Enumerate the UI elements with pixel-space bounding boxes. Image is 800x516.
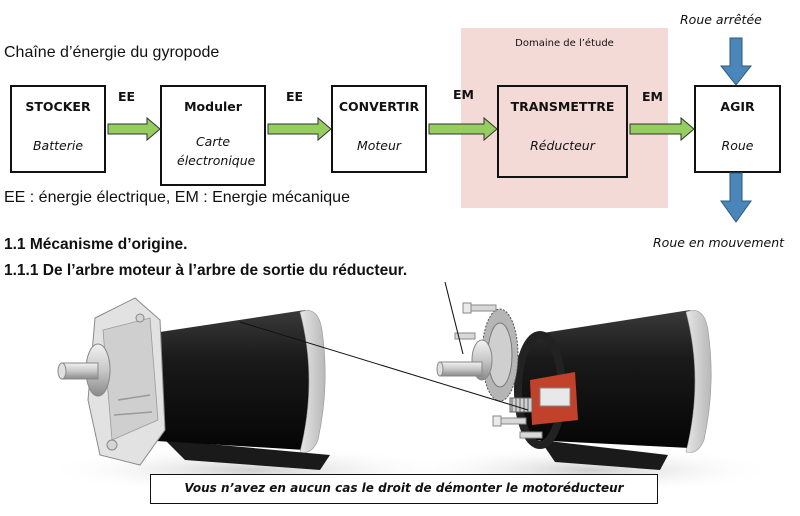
output-label: Roue en mouvement <box>653 235 785 250</box>
flow-arrow-4 <box>629 116 695 142</box>
flow-label-4: EM <box>642 89 663 104</box>
block-title: Moduler <box>184 99 242 114</box>
block-subtitle: Réducteur <box>530 138 595 153</box>
flow-arrow-3 <box>428 116 498 142</box>
block-title: TRANSMETTRE <box>510 99 615 114</box>
domain-of-study-area <box>461 28 668 208</box>
pointer-line-gear <box>444 281 464 355</box>
block-title: CONVERTIR <box>338 99 420 114</box>
input-label: Roue arrêtée <box>680 12 762 27</box>
pointer-line-shaft <box>239 321 529 411</box>
motor-assembled-image <box>57 297 330 470</box>
block-convertir: CONVERTIR Moteur <box>331 85 427 173</box>
flow-arrow-1 <box>107 116 161 142</box>
block-agir: AGIR Roue <box>694 85 781 173</box>
flow-label-1: EE <box>118 89 136 104</box>
flow-arrow-2 <box>267 116 332 142</box>
flow-label-3: EM <box>453 87 474 102</box>
motor-exploded-image <box>436 302 712 470</box>
block-stocker: STOCKER Batterie <box>10 85 106 173</box>
subsection-heading: 1.1.1 De l’arbre moteur à l’arbre de sor… <box>4 262 408 279</box>
block-subtitle: Batterie <box>32 138 84 153</box>
block-subtitle: Roue <box>721 138 754 153</box>
input-arrow-down <box>719 37 753 86</box>
block-moduler: Moduler Carte électronique <box>160 85 266 186</box>
flow-label-2: EE <box>286 89 304 104</box>
block-title: STOCKER <box>25 99 91 114</box>
block-transmettre: TRANSMETTRE Réducteur <box>497 85 628 178</box>
block-title: AGIR <box>720 99 755 114</box>
legend: EE : énergie électrique, EM : Energie mé… <box>4 189 350 206</box>
block-subtitle: Carte électronique <box>177 134 256 168</box>
output-arrow-down <box>720 172 752 223</box>
warning-notice: Vous n’avez en aucun cas le droit de dém… <box>150 474 658 504</box>
section-heading: 1.1 Mécanisme d’origine. <box>4 236 188 253</box>
diagram-title: Chaîne d’énergie du gyropode <box>4 44 220 61</box>
domain-of-study-label: Domaine de l’étude <box>515 38 614 49</box>
block-subtitle: Moteur <box>356 138 402 153</box>
